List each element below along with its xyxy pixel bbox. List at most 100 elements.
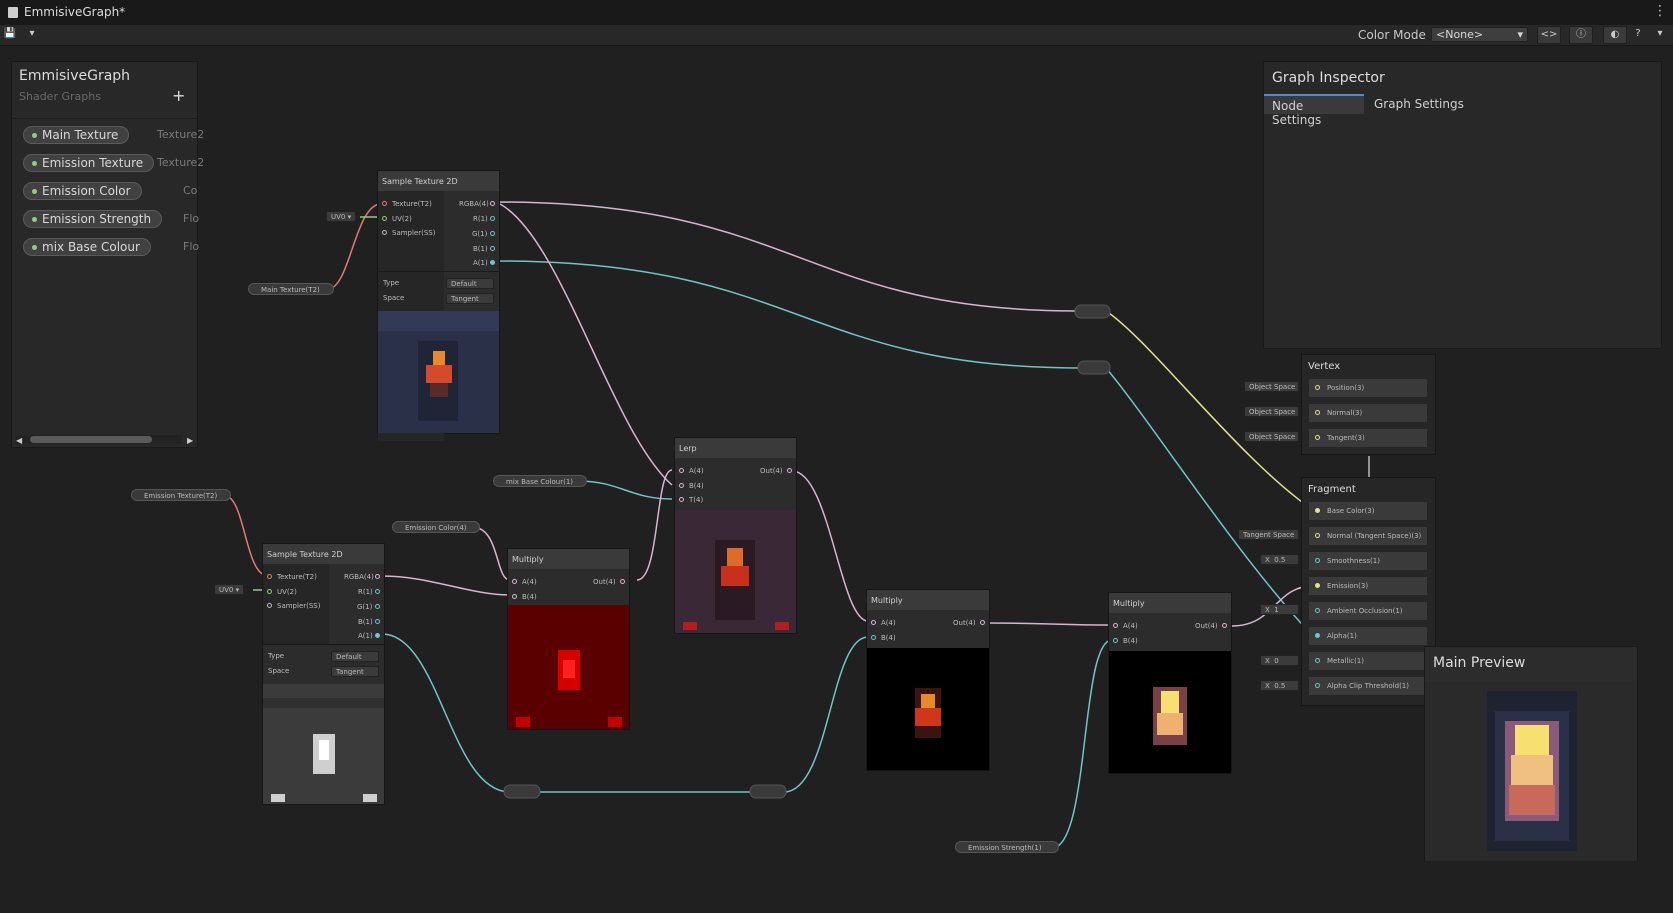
sampler-port-icon[interactable]	[382, 230, 387, 235]
property-node-emission-strength[interactable]: Emission Strength(1)	[955, 841, 1059, 853]
g-port-icon[interactable]	[375, 604, 380, 609]
vertex-port-row[interactable]: Position(3)	[1309, 379, 1427, 397]
property-emission-texture[interactable]: Emission Texture	[23, 154, 155, 172]
uv-port-icon[interactable]	[267, 589, 272, 594]
save-dropdown-chevron-icon[interactable]: ▾	[29, 28, 35, 39]
output-port-icon[interactable]	[980, 620, 985, 625]
scroll-right-icon[interactable]: ▶	[187, 436, 194, 445]
uv-port-icon[interactable]	[382, 216, 387, 221]
preview-sphere-icon[interactable]: ◐	[1603, 26, 1627, 44]
uv-select-1[interactable]: UV0 ▾	[326, 211, 356, 222]
fragment-port-row[interactable]: Base Color(3)	[1309, 502, 1427, 520]
lerp-node[interactable]: Lerp A(4) B(4) T(4) Out(4)	[674, 437, 797, 634]
fragment-port-row[interactable]: Alpha Clip Threshold(1)	[1309, 677, 1427, 695]
info-icon[interactable]: ⓘ	[1569, 26, 1593, 44]
input-b-port-icon[interactable]	[512, 594, 517, 599]
rgba-port-icon[interactable]	[375, 574, 380, 579]
b-port-icon[interactable]	[375, 619, 380, 624]
vertex-port-row[interactable]: Normal(3)	[1309, 404, 1427, 422]
property-node-emission-texture[interactable]: Emission Texture(T2)	[131, 489, 231, 501]
input-a-port-icon[interactable]	[679, 468, 684, 473]
input-a-port-icon[interactable]	[871, 620, 876, 625]
input-t-port-icon[interactable]	[679, 497, 684, 502]
property-node-emission-color[interactable]: Emission Color(4)	[392, 521, 480, 533]
output-port-icon[interactable]	[1222, 623, 1227, 628]
b-port-icon[interactable]	[490, 246, 495, 251]
tangent-space-tag[interactable]: Tangent Space	[1238, 529, 1299, 540]
uv-select-2[interactable]: UV0 ▾	[214, 584, 244, 595]
base-color-port-icon[interactable]	[1315, 508, 1320, 513]
multiply-node[interactable]: Multiply A(4) B(4) Out(4)	[1108, 592, 1232, 774]
tab-node-settings[interactable]: Node Settings	[1264, 94, 1364, 127]
r-port-icon[interactable]	[490, 216, 495, 221]
input-b-port-icon[interactable]	[1113, 638, 1118, 643]
save-icon[interactable]: 💾	[3, 28, 17, 39]
fragment-port-row[interactable]: Alpha(1)	[1309, 627, 1427, 645]
emission-port-icon[interactable]	[1315, 583, 1320, 588]
metallic-port-icon[interactable]	[1315, 658, 1320, 663]
alpha-clip-port-icon[interactable]	[1315, 683, 1320, 688]
normal-port-icon[interactable]	[1315, 410, 1320, 415]
help-icon[interactable]: ?	[1635, 28, 1641, 39]
input-a-port-icon[interactable]	[1113, 623, 1118, 628]
g-port-icon[interactable]	[490, 231, 495, 236]
vertex-block[interactable]: Vertex Position(3) Normal(3) Tangent(3)	[1301, 354, 1436, 455]
texture-port-icon[interactable]	[382, 201, 387, 206]
add-property-button[interactable]: +	[172, 86, 186, 105]
object-space-tag[interactable]: Object Space	[1244, 406, 1299, 417]
texture-port-icon[interactable]	[267, 574, 272, 579]
alpha-clip-field[interactable]: X 0.5	[1260, 680, 1299, 691]
output-port-icon[interactable]	[620, 579, 625, 584]
multiply-node[interactable]: Multiply A(4) B(4) Out(4)	[866, 589, 990, 771]
sample-texture-2d-node[interactable]: Sample Texture 2D Texture(T2) UV(2) Samp…	[262, 543, 385, 805]
alpha-port-icon[interactable]	[1315, 633, 1320, 638]
object-space-tag[interactable]: Object Space	[1244, 381, 1299, 392]
multiply-node[interactable]: Multiply A(4) B(4) Out(4)	[507, 548, 630, 730]
code-view-icon[interactable]: <>	[1537, 26, 1561, 44]
fragment-port-row[interactable]: Metallic(1)	[1309, 652, 1427, 670]
ambient-occlusion-port-icon[interactable]	[1315, 608, 1320, 613]
property-mix-base-colour[interactable]: mix Base Colour	[23, 238, 151, 256]
object-space-tag[interactable]: Object Space	[1244, 431, 1299, 442]
more-options-icon[interactable]: ⋮	[1653, 3, 1667, 19]
fragment-port-row[interactable]: Normal (Tangent Space)(3)	[1309, 527, 1427, 545]
type-select[interactable]: Default	[446, 278, 494, 289]
output-port-icon[interactable]	[787, 468, 792, 473]
r-port-icon[interactable]	[375, 589, 380, 594]
smoothness-field[interactable]: X 0.5	[1260, 554, 1299, 565]
color-mode-select[interactable]: <None>▾	[1431, 27, 1528, 42]
input-a-port-icon[interactable]	[512, 579, 517, 584]
property-node-mix-base-colour[interactable]: mix Base Colour(1)	[493, 475, 587, 487]
position-port-icon[interactable]	[1315, 385, 1320, 390]
metallic-field[interactable]: X 0	[1260, 655, 1299, 666]
toolbar-menu-chevron-icon[interactable]: ▾	[1657, 28, 1663, 39]
property-emission-color[interactable]: Emission Color	[23, 182, 142, 200]
scrollbar-thumb[interactable]	[30, 436, 152, 443]
type-select[interactable]: Default	[331, 651, 379, 662]
smoothness-port-icon[interactable]	[1315, 558, 1320, 563]
property-node-main-texture[interactable]: Main Texture(T2)	[248, 283, 334, 295]
fragment-block[interactable]: Fragment Base Color(3) Normal (Tangent S…	[1301, 477, 1436, 706]
fragment-port-row[interactable]: Smoothness(1)	[1309, 552, 1427, 570]
input-b-port-icon[interactable]	[679, 483, 684, 488]
input-b-port-icon[interactable]	[871, 635, 876, 640]
a-port-icon[interactable]	[375, 633, 380, 638]
a-port-icon[interactable]	[490, 260, 495, 265]
space-select[interactable]: Tangent	[446, 293, 494, 304]
tangent-port-icon[interactable]	[1315, 435, 1320, 440]
fragment-port-row[interactable]: Emission(3)	[1309, 577, 1427, 595]
rgba-port-icon[interactable]	[490, 201, 495, 206]
sample-texture-2d-node[interactable]: Sample Texture 2D Texture(T2) UV(2) Samp…	[377, 170, 500, 441]
sampler-port-icon[interactable]	[267, 603, 272, 608]
tab-graph-settings[interactable]: Graph Settings	[1374, 97, 1464, 111]
ambient-occlusion-field[interactable]: X 1	[1260, 604, 1299, 615]
property-main-texture[interactable]: Main Texture	[23, 126, 130, 144]
normal-port-icon[interactable]	[1315, 533, 1320, 538]
property-emission-strength[interactable]: Emission Strength	[23, 210, 163, 228]
space-select[interactable]: Tangent	[331, 666, 379, 677]
scroll-left-icon[interactable]: ◀	[16, 436, 23, 445]
fragment-port-row[interactable]: Ambient Occlusion(1)	[1309, 602, 1427, 620]
main-preview-image[interactable]	[1425, 681, 1637, 861]
blackboard-scrollbar[interactable]	[16, 435, 182, 444]
vertex-port-row[interactable]: Tangent(3)	[1309, 429, 1427, 447]
